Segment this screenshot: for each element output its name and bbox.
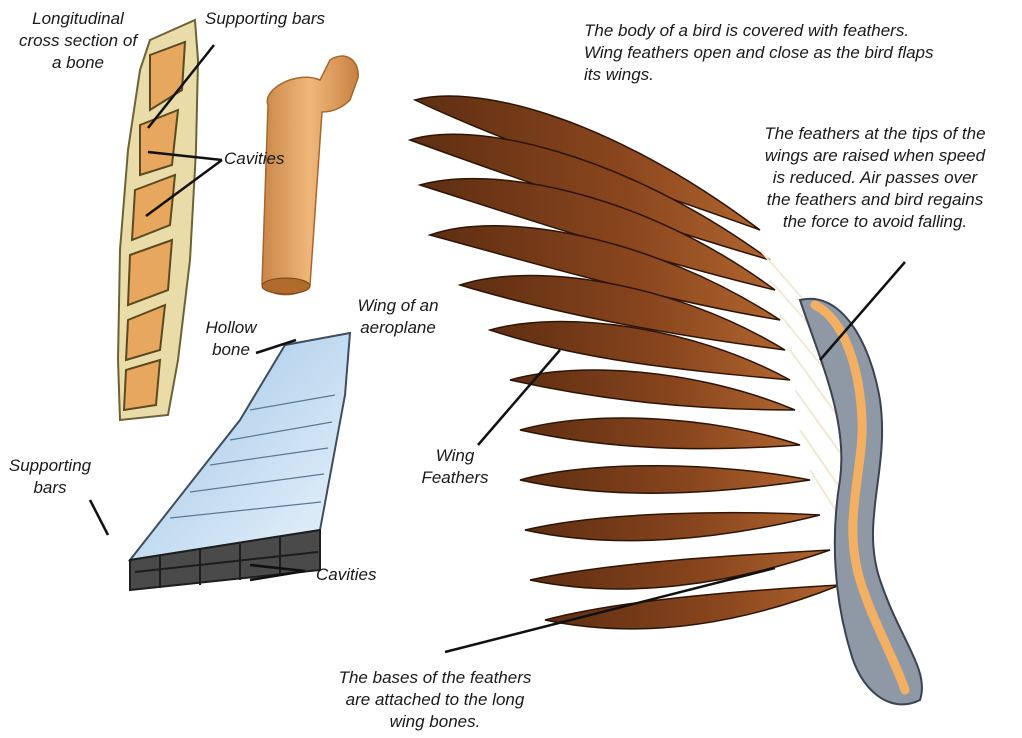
bone-section-label: Longitudinal cross section of a bone bbox=[8, 8, 148, 74]
feather-bases-text: The bases of the feathers are attached t… bbox=[315, 667, 555, 733]
hollow-bone-illustration bbox=[262, 56, 358, 295]
aeroplane-wing-label: Wing of an aeroplane bbox=[343, 295, 453, 339]
body-feathers-text: The body of a bird is covered with feath… bbox=[584, 20, 1004, 86]
bone-cavities-label: Cavities bbox=[224, 148, 324, 170]
plane-cavities-label: Cavities bbox=[316, 564, 416, 586]
plane-supporting-bars-label: Supporting bars bbox=[0, 455, 100, 499]
wing-feathers-label: Wing Feathers bbox=[410, 445, 500, 489]
hollow-bone-label: Hollow bone bbox=[196, 317, 266, 361]
wing-tips-text: The feathers at the tips of the wings ar… bbox=[730, 123, 1020, 233]
bone-supporting-bars-label: Supporting bars bbox=[205, 8, 365, 30]
